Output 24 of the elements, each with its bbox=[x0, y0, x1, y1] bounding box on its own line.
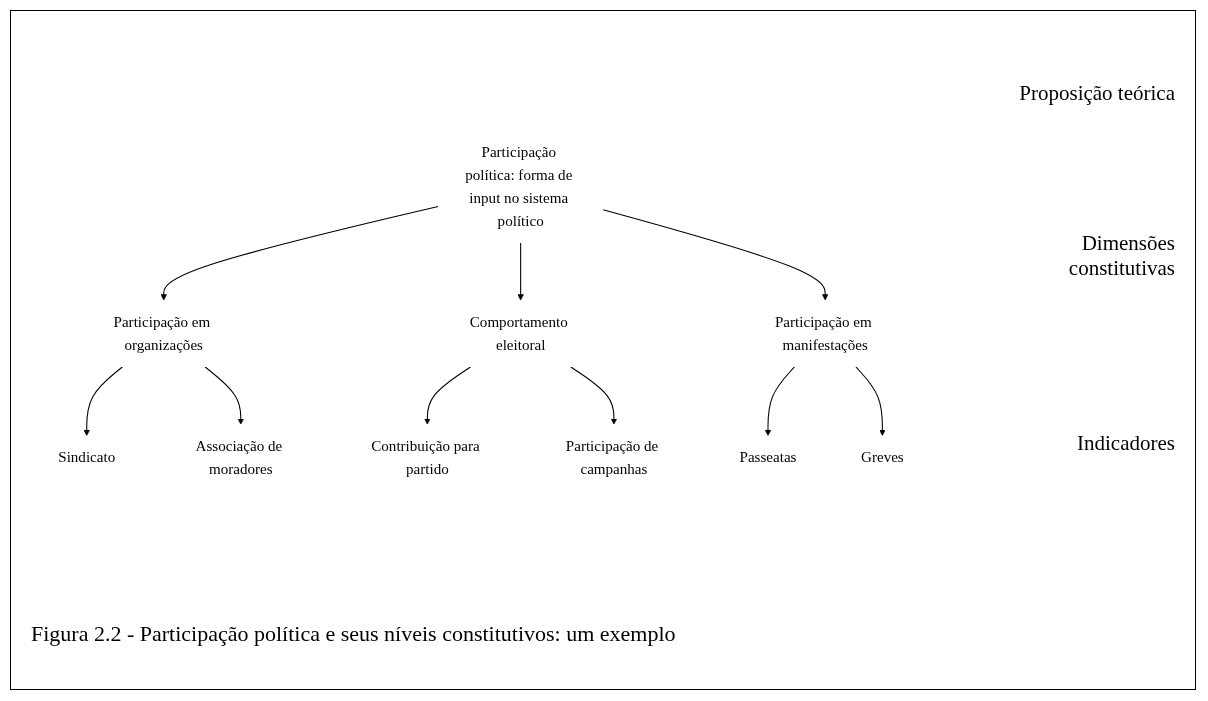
level-label: Dimensões constitutivas bbox=[1067, 231, 1175, 281]
figure-caption: Figura 2.2 - Participação política e seus níveis constitutivos: um exemplo bbox=[31, 621, 676, 647]
arrow bbox=[855, 366, 886, 436]
arrow bbox=[570, 366, 618, 425]
node-text: Passeatas bbox=[739, 448, 797, 466]
node-text: Greves bbox=[861, 448, 904, 466]
arrow bbox=[764, 366, 795, 436]
node-text: Participação em organizações bbox=[113, 313, 211, 353]
hierarchy-diagram: Participação política: forma de input no sistema político Participação em organizações Comportamento eleitoral Participação em manifestações Sindicato Associação de moradores Contribuição para partido Participação de campanhas Passeatas Greves bbox=[31, 31, 931, 591]
node-text: Associação de moradores bbox=[195, 437, 283, 478]
node-text: Comportamento eleitoral bbox=[469, 313, 568, 353]
arrow bbox=[83, 366, 123, 436]
arrow bbox=[204, 366, 244, 425]
arrow bbox=[517, 242, 524, 301]
node-text: Participação em manifestações bbox=[774, 313, 872, 353]
level-label: Proposição teórica bbox=[1018, 81, 1175, 106]
level-label: Indicadores bbox=[1076, 431, 1175, 456]
arrow bbox=[424, 366, 472, 425]
node-text: Participação de campanhas bbox=[565, 437, 659, 478]
node-text: Contribuição para partido bbox=[371, 437, 480, 478]
node-text: Participação política: forma de input no sistema político bbox=[465, 143, 573, 229]
arrow bbox=[160, 205, 439, 301]
node-text: Sindicato bbox=[58, 448, 116, 466]
arrow bbox=[602, 209, 829, 301]
